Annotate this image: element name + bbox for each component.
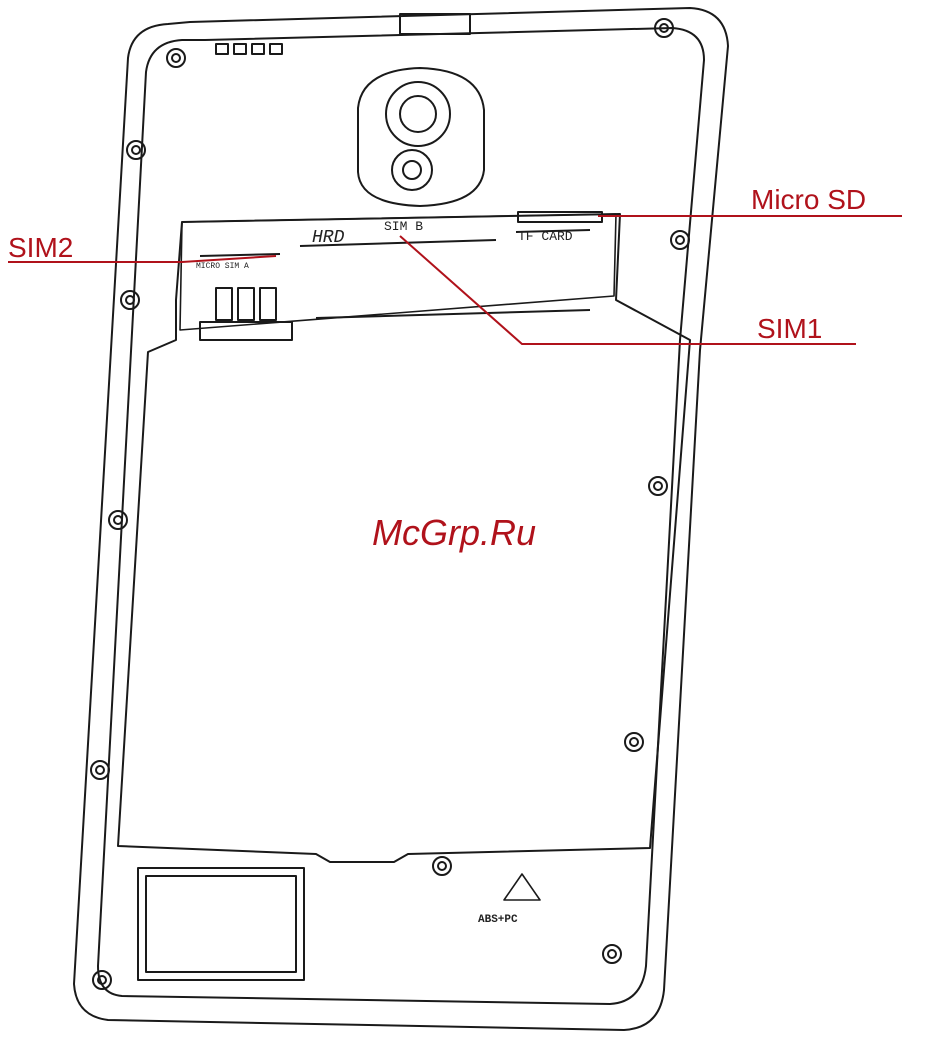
micro-sd-callout: Micro SD bbox=[751, 186, 866, 214]
micro-sim-a-marking: MICRO SIM A bbox=[196, 262, 249, 271]
hrd-marking: HRD bbox=[312, 228, 345, 248]
top-connector bbox=[400, 14, 470, 34]
sim-contact bbox=[216, 288, 232, 320]
speaker-cutout bbox=[146, 876, 296, 972]
camera-housing bbox=[358, 68, 484, 206]
tf-card-marking: TF CARD bbox=[518, 229, 573, 244]
material-marking: ABS+PC bbox=[478, 914, 518, 926]
recycle-mark bbox=[504, 874, 540, 900]
sim-contact bbox=[238, 288, 254, 320]
sim1-callout: SIM1 bbox=[757, 315, 822, 343]
watermark: McGrp.Ru bbox=[372, 512, 536, 554]
sim-contact bbox=[260, 288, 276, 320]
screw-holes bbox=[91, 19, 689, 989]
camera-lens bbox=[386, 82, 450, 146]
flash-ring bbox=[392, 150, 432, 190]
sim-b-marking: SIM B bbox=[384, 219, 423, 234]
sd-connector bbox=[518, 212, 602, 222]
sim2-callout: SIM2 bbox=[8, 234, 73, 262]
